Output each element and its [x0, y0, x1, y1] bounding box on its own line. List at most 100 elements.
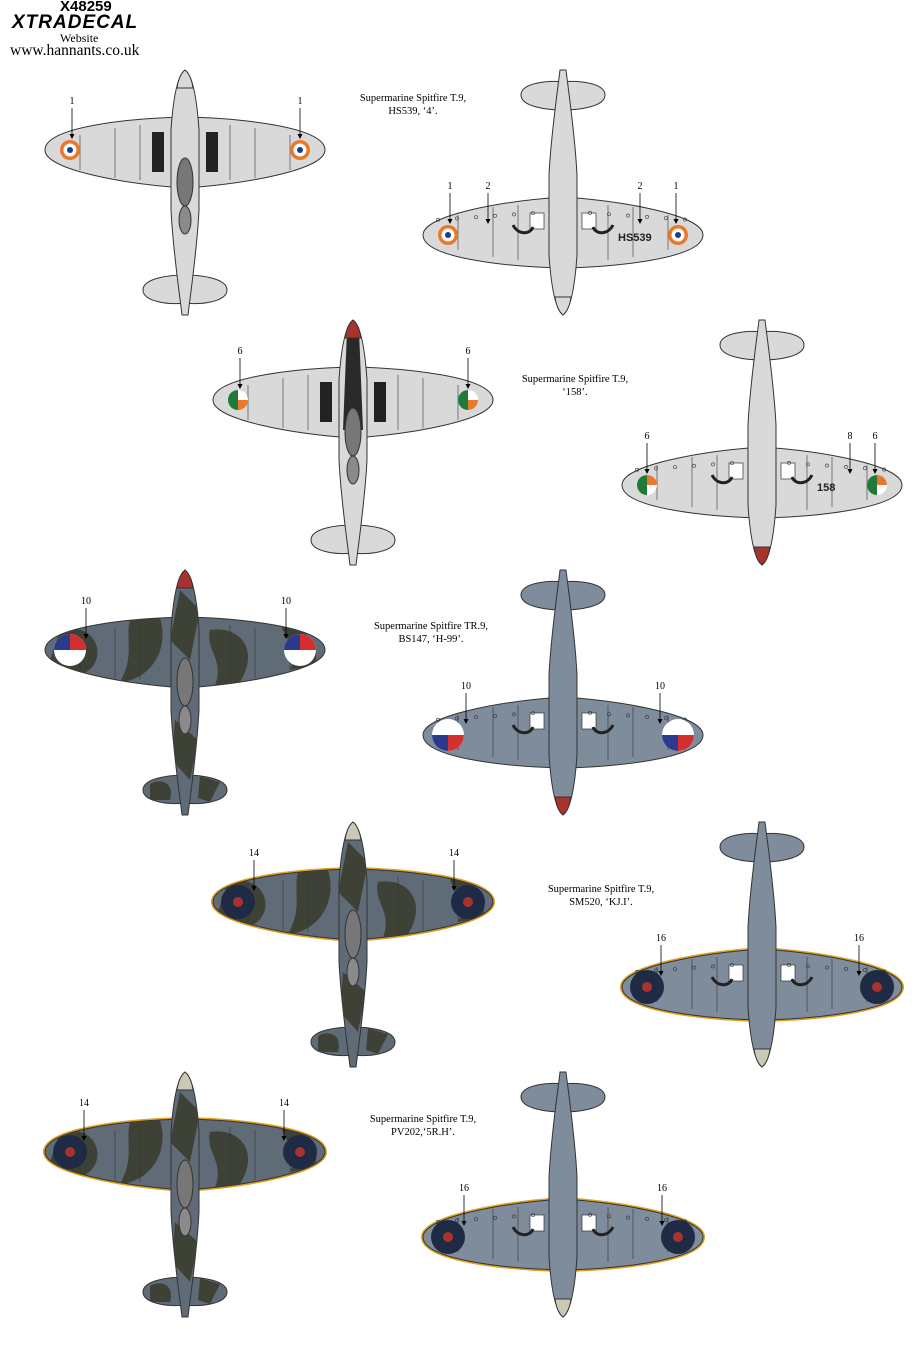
rivet — [787, 460, 791, 465]
arrowhead-icon — [451, 886, 457, 891]
rivet — [436, 717, 440, 722]
arrowhead-icon — [281, 1136, 287, 1141]
radiator — [581, 712, 597, 730]
caption-line: Supermarine Spitfire TR.9, — [373, 621, 489, 632]
roundel — [60, 140, 80, 160]
wheel-well — [511, 224, 535, 235]
rivet — [455, 1218, 459, 1223]
canopy-rear — [178, 705, 192, 735]
rivet — [607, 1214, 611, 1219]
callout: 1 — [447, 181, 453, 224]
arrowhead-icon — [447, 219, 453, 224]
walkway — [206, 132, 218, 172]
profile-3-top-view: 10 10 — [44, 569, 326, 816]
roundel — [228, 390, 248, 410]
rivet — [664, 216, 668, 221]
callout-number: 1 — [298, 96, 303, 107]
website-label: Website — [60, 31, 99, 45]
camo-patch — [377, 881, 417, 937]
wheel-well — [710, 474, 734, 485]
camo-patch — [198, 776, 220, 802]
canopy-rear — [346, 957, 360, 987]
callout-number: 10 — [281, 596, 291, 607]
radiator — [780, 462, 796, 480]
camo-patch — [170, 590, 200, 660]
roundel — [438, 225, 458, 245]
rivet — [493, 713, 497, 718]
callout-number: 16 — [854, 933, 864, 944]
wing-serial: HS539 — [618, 232, 652, 244]
arrowhead-icon — [485, 219, 491, 224]
arrowhead-icon — [847, 469, 853, 474]
wheel-well — [591, 224, 615, 235]
camo-patch — [120, 618, 163, 682]
fuselage — [548, 1071, 578, 1318]
callout: 1 — [673, 181, 679, 224]
website-url[interactable]: www.hannants.co.uk — [10, 42, 140, 59]
brand-name: XTRADECAL — [12, 12, 139, 33]
arrowhead-icon — [283, 634, 289, 639]
canopy — [344, 407, 362, 457]
roundel — [668, 225, 688, 245]
fuselage — [548, 569, 578, 816]
callout: 6 — [237, 346, 243, 389]
rivet — [474, 215, 478, 219]
callout: 14 — [79, 1098, 89, 1141]
canopy-rear — [178, 205, 192, 235]
rivet — [863, 968, 867, 973]
rivet — [711, 964, 715, 969]
callout: 16 — [854, 933, 864, 976]
canopy — [176, 657, 194, 707]
rivet — [664, 1218, 668, 1223]
wheel-well — [790, 474, 814, 485]
callout: 2 — [485, 181, 491, 224]
canopy — [344, 909, 362, 959]
roundel — [451, 885, 485, 919]
callout: 16 — [656, 933, 666, 976]
roundel — [458, 390, 478, 410]
radiator — [581, 1214, 597, 1232]
spinner — [344, 821, 362, 841]
rivet — [512, 212, 516, 217]
arrowhead-icon — [297, 134, 303, 139]
rivet — [531, 211, 535, 215]
callout-number: 16 — [657, 1183, 667, 1194]
radiator — [529, 712, 545, 730]
spinner — [554, 796, 572, 816]
rivet — [825, 463, 829, 468]
spinner — [753, 1048, 771, 1068]
profile-5-top-view: 14 14 — [42, 1071, 328, 1318]
arrowhead-icon — [251, 886, 257, 891]
rivet — [654, 968, 658, 973]
arrowhead-icon — [69, 134, 75, 139]
arrowhead-icon — [83, 634, 89, 639]
rivet — [787, 962, 791, 967]
callout: 16 — [459, 1183, 469, 1226]
roundel — [290, 140, 310, 160]
rivet — [635, 467, 639, 472]
arrowhead-icon — [657, 719, 663, 724]
callout-number: 1 — [448, 181, 453, 192]
callout: 14 — [449, 848, 459, 891]
walkway — [320, 382, 332, 422]
arrowhead-icon — [463, 719, 469, 724]
arrowhead-icon — [856, 971, 862, 976]
caption-line: Supermarine Spitfire T.9, — [359, 93, 467, 104]
rivet — [455, 216, 459, 221]
roundel — [221, 885, 255, 919]
canopy-rear — [346, 455, 360, 485]
rivet — [664, 716, 668, 721]
rivet — [683, 217, 687, 222]
radiator — [780, 964, 796, 982]
callout-number: 14 — [279, 1098, 289, 1109]
callout: 14 — [279, 1098, 289, 1141]
arrowhead-icon — [659, 1221, 665, 1226]
walkway — [152, 132, 164, 172]
rivet — [436, 217, 440, 222]
rivet — [474, 1217, 478, 1221]
rivet — [673, 465, 677, 469]
callout-number: 10 — [81, 596, 91, 607]
product-code: X48259 — [60, 0, 112, 15]
